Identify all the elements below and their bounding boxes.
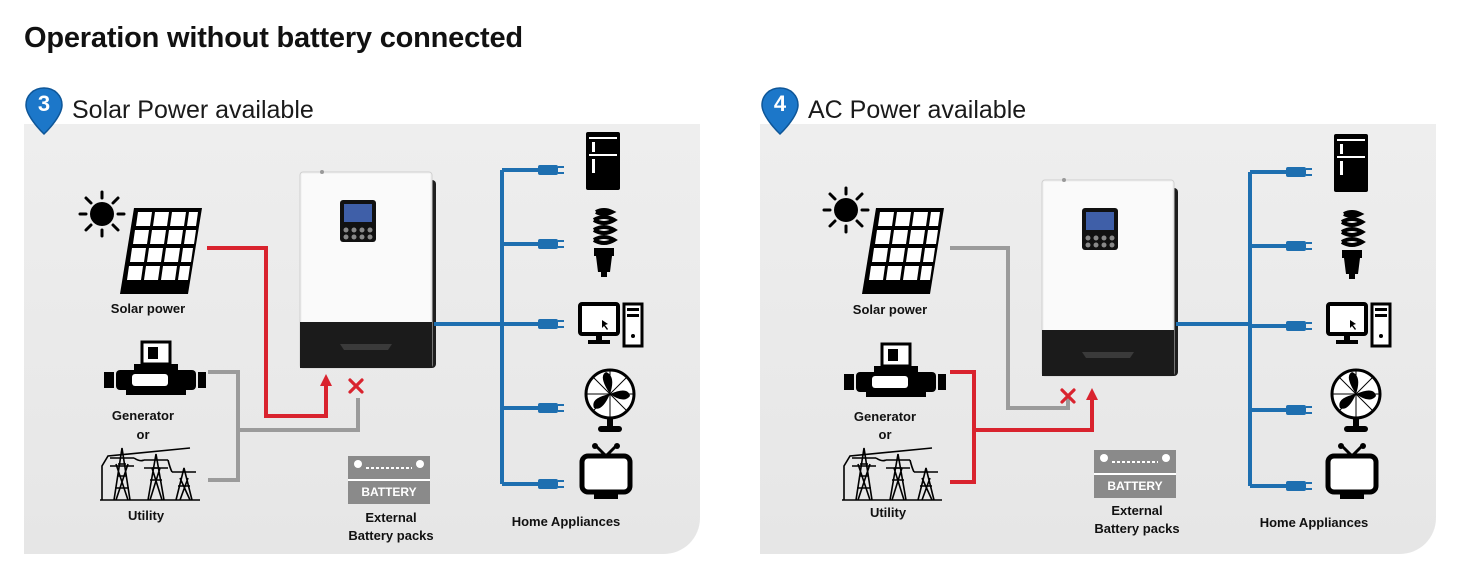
solar-power-label: Solar power [110,301,186,316]
grid-input-line [238,398,360,432]
home-appliances-label: Home Appliances [1259,515,1369,530]
inverter-icon [299,170,436,369]
blocked-x-icon [1060,388,1076,404]
refrigerator-icon [586,132,620,190]
plug-icon [1286,167,1312,491]
generator-input-line [950,370,976,430]
active-arrow-icon [1086,388,1098,400]
solar-input-line [207,246,328,418]
page-title: Operation without battery connected [24,22,523,54]
solar-power-label: Solar power [852,302,928,317]
sun-icon [822,186,870,234]
or-label: or [136,427,150,442]
plug-icon [538,165,564,489]
solar-panel-icon [862,208,944,294]
location-pin-badge-icon: 3 [24,86,64,138]
location-pin-badge-icon: 4 [760,86,800,138]
computer-icon [578,302,644,348]
lightbulb-icon [592,208,618,277]
fan-icon [584,368,636,432]
battery-packs-label: Battery packs [1094,521,1180,536]
battery-plate-label: BATTERY [361,485,417,499]
generator-icon [844,342,946,397]
battery-icon [1094,450,1176,498]
blocked-x-icon [348,378,364,394]
fan-icon [1330,368,1382,432]
panel-heading: AC Power available [808,96,1027,124]
solar-panel-icon [120,208,202,294]
grid-input-line [974,398,1094,432]
home-appliances-label: Home Appliances [511,514,621,529]
step-number: 4 [773,91,787,116]
generator-label: Generator [111,408,175,423]
lightbulb-icon [1340,210,1366,279]
tv-icon [579,443,633,499]
utility-tower-icon [100,447,200,501]
tv-icon [1325,443,1379,499]
diagram-ac-available [822,134,1392,501]
utility-input-line [208,430,240,482]
external-label: External [1111,503,1163,518]
refrigerator-icon [1334,134,1368,192]
panel-ac-available: 4 AC Power available [760,86,1436,554]
step-number: 3 [37,91,51,116]
generator-input-line [208,370,240,430]
sun-icon [78,190,126,238]
external-label: External [365,510,417,525]
computer-icon [1326,302,1392,348]
battery-plate-label: BATTERY [1107,479,1163,493]
panel-solar-available: 3 Solar Power available [24,86,700,554]
utility-tower-icon [842,447,942,501]
diagram-solar-available [78,132,644,504]
generator-label: Generator [853,409,917,424]
generator-icon [104,340,206,395]
inverter-icon [1041,178,1178,377]
utility-label: Utility [869,505,907,520]
solar-input-line [950,246,1070,410]
utility-label: Utility [127,508,165,523]
battery-packs-label: Battery packs [348,528,434,543]
battery-icon [348,456,430,504]
utility-input-line [950,430,976,484]
panel-heading: Solar Power available [72,96,314,124]
active-arrow-icon [320,374,332,386]
or-label: or [878,427,892,442]
